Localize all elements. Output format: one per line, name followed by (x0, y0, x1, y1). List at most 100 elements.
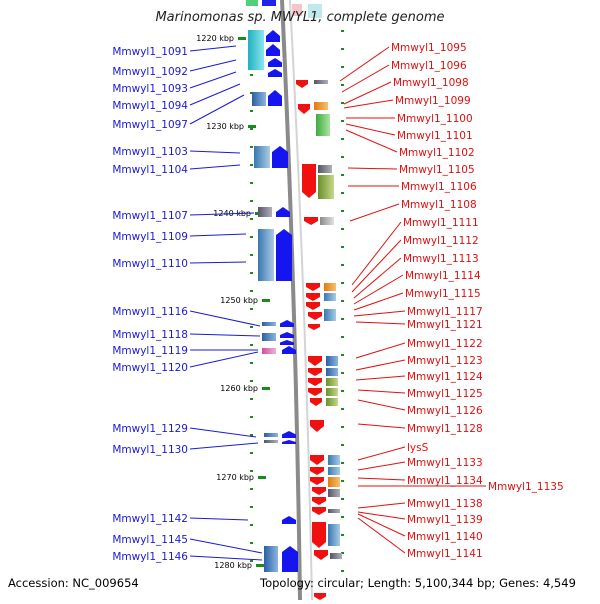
left-rail-tick (250, 272, 253, 274)
left-gene-arrow (268, 90, 282, 106)
right-rail-tick (341, 408, 344, 410)
right-rail-tick (341, 516, 344, 518)
right-leader-line (341, 64, 390, 93)
right-gene-arrow (306, 293, 320, 301)
left-gene-arrow (268, 69, 282, 77)
right-gene-label: Mmwyl1_1100 (397, 113, 473, 125)
left-gene-label: Mmwyl1_1130 (112, 444, 188, 456)
left-rail-tick (250, 398, 253, 400)
left-leader-line (189, 351, 259, 368)
right-gene-block (328, 477, 340, 487)
right-gene-arrow (310, 398, 322, 406)
right-gene-block (326, 398, 338, 406)
left-rail-tick (250, 164, 253, 166)
left-rail-tick (250, 344, 253, 346)
right-gene-label: Mmwyl1_1134 (407, 475, 483, 487)
right-gene-block (326, 368, 338, 376)
left-gene-label: Mmwyl1_1120 (112, 362, 188, 374)
right-gene-arrow (298, 104, 310, 114)
right-gene-label: Mmwyl1_1114 (405, 270, 481, 282)
right-rail-tick (341, 120, 344, 122)
scale-tick (258, 476, 266, 479)
right-gene-block (328, 509, 340, 513)
left-leader-line (189, 212, 255, 216)
feature-block (246, 0, 258, 6)
right-rail-tick (341, 570, 344, 572)
left-rail-tick (250, 470, 253, 472)
right-gene-label: Mmwyl1_1123 (407, 355, 483, 367)
right-leader-line (357, 477, 406, 481)
left-leader-line (189, 427, 257, 438)
left-gene-label: Mmwyl1_1109 (112, 231, 188, 243)
scale-tick-label: 1220 kbp (196, 34, 234, 43)
left-gene-block (264, 433, 278, 437)
right-gene-block (326, 388, 338, 396)
left-leader-line (189, 233, 247, 237)
left-gene-arrow (276, 229, 292, 281)
left-rail-tick (250, 92, 253, 94)
right-gene-label: Mmwyl1_1101 (397, 130, 473, 142)
left-gene-label: Mmwyl1_1145 (112, 534, 188, 546)
right-leader-line (353, 310, 406, 317)
right-gene-block (314, 80, 328, 84)
left-rail-tick (250, 308, 253, 310)
right-leader-line (357, 513, 406, 537)
left-gene-label: Mmwyl1_1119 (112, 345, 188, 357)
right-rail-tick (341, 138, 344, 140)
left-gene-arrow (276, 207, 290, 217)
left-gene-block (248, 30, 264, 70)
left-gene-label: Mmwyl1_1097 (112, 119, 188, 131)
left-gene-block (262, 333, 276, 341)
right-gene-arrow (296, 80, 308, 88)
backbone-line-inner (280, 0, 302, 601)
right-gene-arrow (308, 324, 320, 330)
right-gene-block (328, 489, 340, 497)
scale-tick-label: 1280 kbp (214, 561, 252, 570)
right-rail-tick (341, 192, 344, 194)
right-leader-line (351, 239, 402, 293)
right-leader-line (347, 167, 398, 170)
right-gene-label: Mmwyl1_1141 (407, 548, 483, 560)
right-gene-block (324, 309, 336, 321)
left-rail-tick (250, 560, 253, 562)
right-gene-block (316, 114, 330, 126)
right-rail-tick (341, 498, 344, 500)
left-rail-tick (250, 506, 253, 508)
left-gene-arrow (280, 340, 294, 345)
right-gene-block (318, 165, 332, 173)
left-gene-arrow (266, 30, 280, 42)
left-rail-tick (250, 290, 253, 292)
right-gene-arrow (308, 368, 322, 376)
right-gene-label: Mmwyl1_1124 (407, 371, 483, 383)
right-gene-arrow (308, 356, 322, 366)
right-rail-tick (341, 66, 344, 68)
left-rail-tick (250, 326, 253, 328)
right-gene-arrow (312, 487, 326, 495)
right-gene-arrow (310, 477, 324, 485)
right-rail-tick (341, 336, 344, 338)
right-gene-arrow (314, 550, 328, 560)
scale-tick-label: 1250 kbp (220, 296, 258, 305)
left-leader-line (189, 94, 245, 125)
left-gene-label: Mmwyl1_1118 (112, 329, 188, 341)
left-gene-arrow (272, 146, 288, 168)
right-rail-tick (341, 246, 344, 248)
right-gene-arrow (308, 388, 322, 396)
right-gene-arrow (310, 455, 324, 465)
right-gene-arrow (306, 302, 320, 310)
right-leader-line (353, 274, 404, 305)
right-gene-label: Mmwyl1_1096 (391, 60, 467, 72)
right-leader-line (345, 129, 398, 153)
right-gene-block (324, 293, 336, 301)
right-leader-line (339, 46, 390, 82)
left-rail-tick (250, 146, 253, 148)
accession-text: Accession: NC_009654 (8, 576, 139, 590)
left-rail-tick (250, 182, 253, 184)
left-gene-arrow (266, 44, 280, 56)
right-rail-tick (341, 84, 344, 86)
right-gene-label: lysS (407, 442, 429, 454)
right-leader-line (357, 461, 406, 471)
feature-block (292, 4, 302, 16)
right-gene-block (324, 283, 336, 291)
